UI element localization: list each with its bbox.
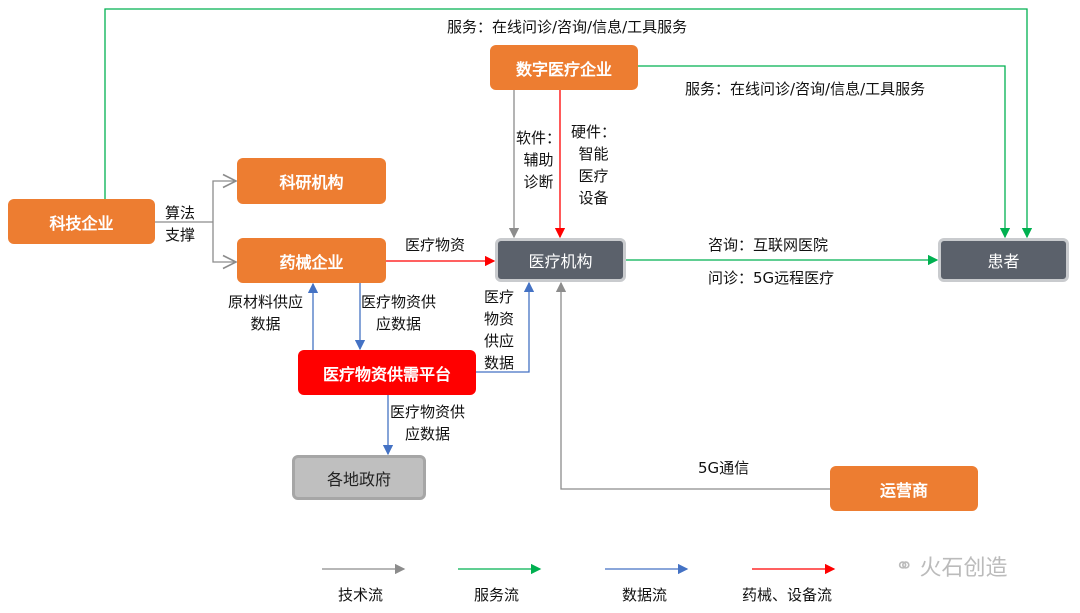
node-operator: 运营商 xyxy=(830,466,978,511)
watermark: ⚭ 火石创造 xyxy=(895,550,1007,582)
label-line: 数据 xyxy=(250,315,281,333)
node-local-government: 各地政府 xyxy=(292,455,426,500)
label-line: 诊断 xyxy=(523,173,554,191)
legend-service-flow: 服务流 xyxy=(474,586,520,604)
legend-device-flow: 药械、设备流 xyxy=(742,586,833,604)
label-line: 支撑 xyxy=(165,226,196,244)
service-flow-tech-to-patient xyxy=(104,8,1033,239)
legend-tech-flow: 技术流 xyxy=(338,586,384,604)
label-supply-data-down: 医疗物资供应数据 xyxy=(361,291,436,335)
label-line: 设备 xyxy=(578,189,609,207)
label-line: 医疗物资供 xyxy=(361,293,437,311)
label-line: 供应 xyxy=(484,332,515,350)
label-algorithm: 算法支撑 xyxy=(165,202,195,246)
label-line: 应数据 xyxy=(376,315,422,333)
tech-flow-to-research xyxy=(212,181,236,222)
label-line: 医疗 xyxy=(484,288,515,306)
tech-flow-to-pharma xyxy=(212,222,236,262)
node-research-institute: 科研机构 xyxy=(237,158,386,204)
label-medical-supplies: 医疗物资 xyxy=(405,236,466,254)
label-raw-material: 原材料供应数据 xyxy=(228,291,303,335)
label-line: 软件： xyxy=(516,129,562,147)
node-tech-company: 科技企业 xyxy=(8,199,155,244)
label-line: 硬件： xyxy=(571,123,617,141)
legend-data-flow: 数据流 xyxy=(622,586,668,604)
label-supply-data-right: 医疗物资供应数据 xyxy=(484,286,514,374)
label-service-digital: 服务：在线问诊/咨询/信息/工具服务 xyxy=(685,80,926,98)
label-diagnosis: 问诊：5G远程医疗 xyxy=(708,269,835,287)
tech-flow-5g xyxy=(555,281,830,490)
label-line: 物资 xyxy=(484,310,515,328)
label-consult: 咨询：互联网医院 xyxy=(708,236,829,254)
label-line: 原材料供应 xyxy=(228,293,304,311)
label-line: 辅助 xyxy=(523,151,554,169)
node-medical-institution: 医疗机构 xyxy=(495,238,626,282)
label-line: 医疗 xyxy=(578,167,609,185)
label-line: 应数据 xyxy=(405,425,451,443)
node-patient: 患者 xyxy=(938,238,1069,282)
node-digital-health: 数字医疗企业 xyxy=(490,45,638,90)
service-flow-digital-to-patient xyxy=(638,65,1011,239)
label-5g-comm: 5G通信 xyxy=(698,459,750,477)
node-supply-platform: 医疗物资供需平台 xyxy=(298,350,476,395)
label-line: 医疗物资供 xyxy=(390,403,466,421)
label-software: 软件： 辅助诊断 xyxy=(516,127,561,193)
label-line: 算法 xyxy=(165,204,196,222)
wechat-icon: ⚭ xyxy=(895,553,914,579)
label-supply-data-gov: 医疗物资供应数据 xyxy=(390,401,465,445)
watermark-text: 火石创造 xyxy=(919,556,1008,581)
node-pharma-company: 药械企业 xyxy=(237,238,386,283)
label-line: 智能 xyxy=(578,145,609,163)
data-flow-to-inst xyxy=(476,281,535,373)
label-line: 数据 xyxy=(484,354,515,372)
label-service-top: 服务：在线问诊/咨询/信息/工具服务 xyxy=(447,18,688,36)
label-hardware: 硬件： 智能医疗设备 xyxy=(571,121,616,209)
